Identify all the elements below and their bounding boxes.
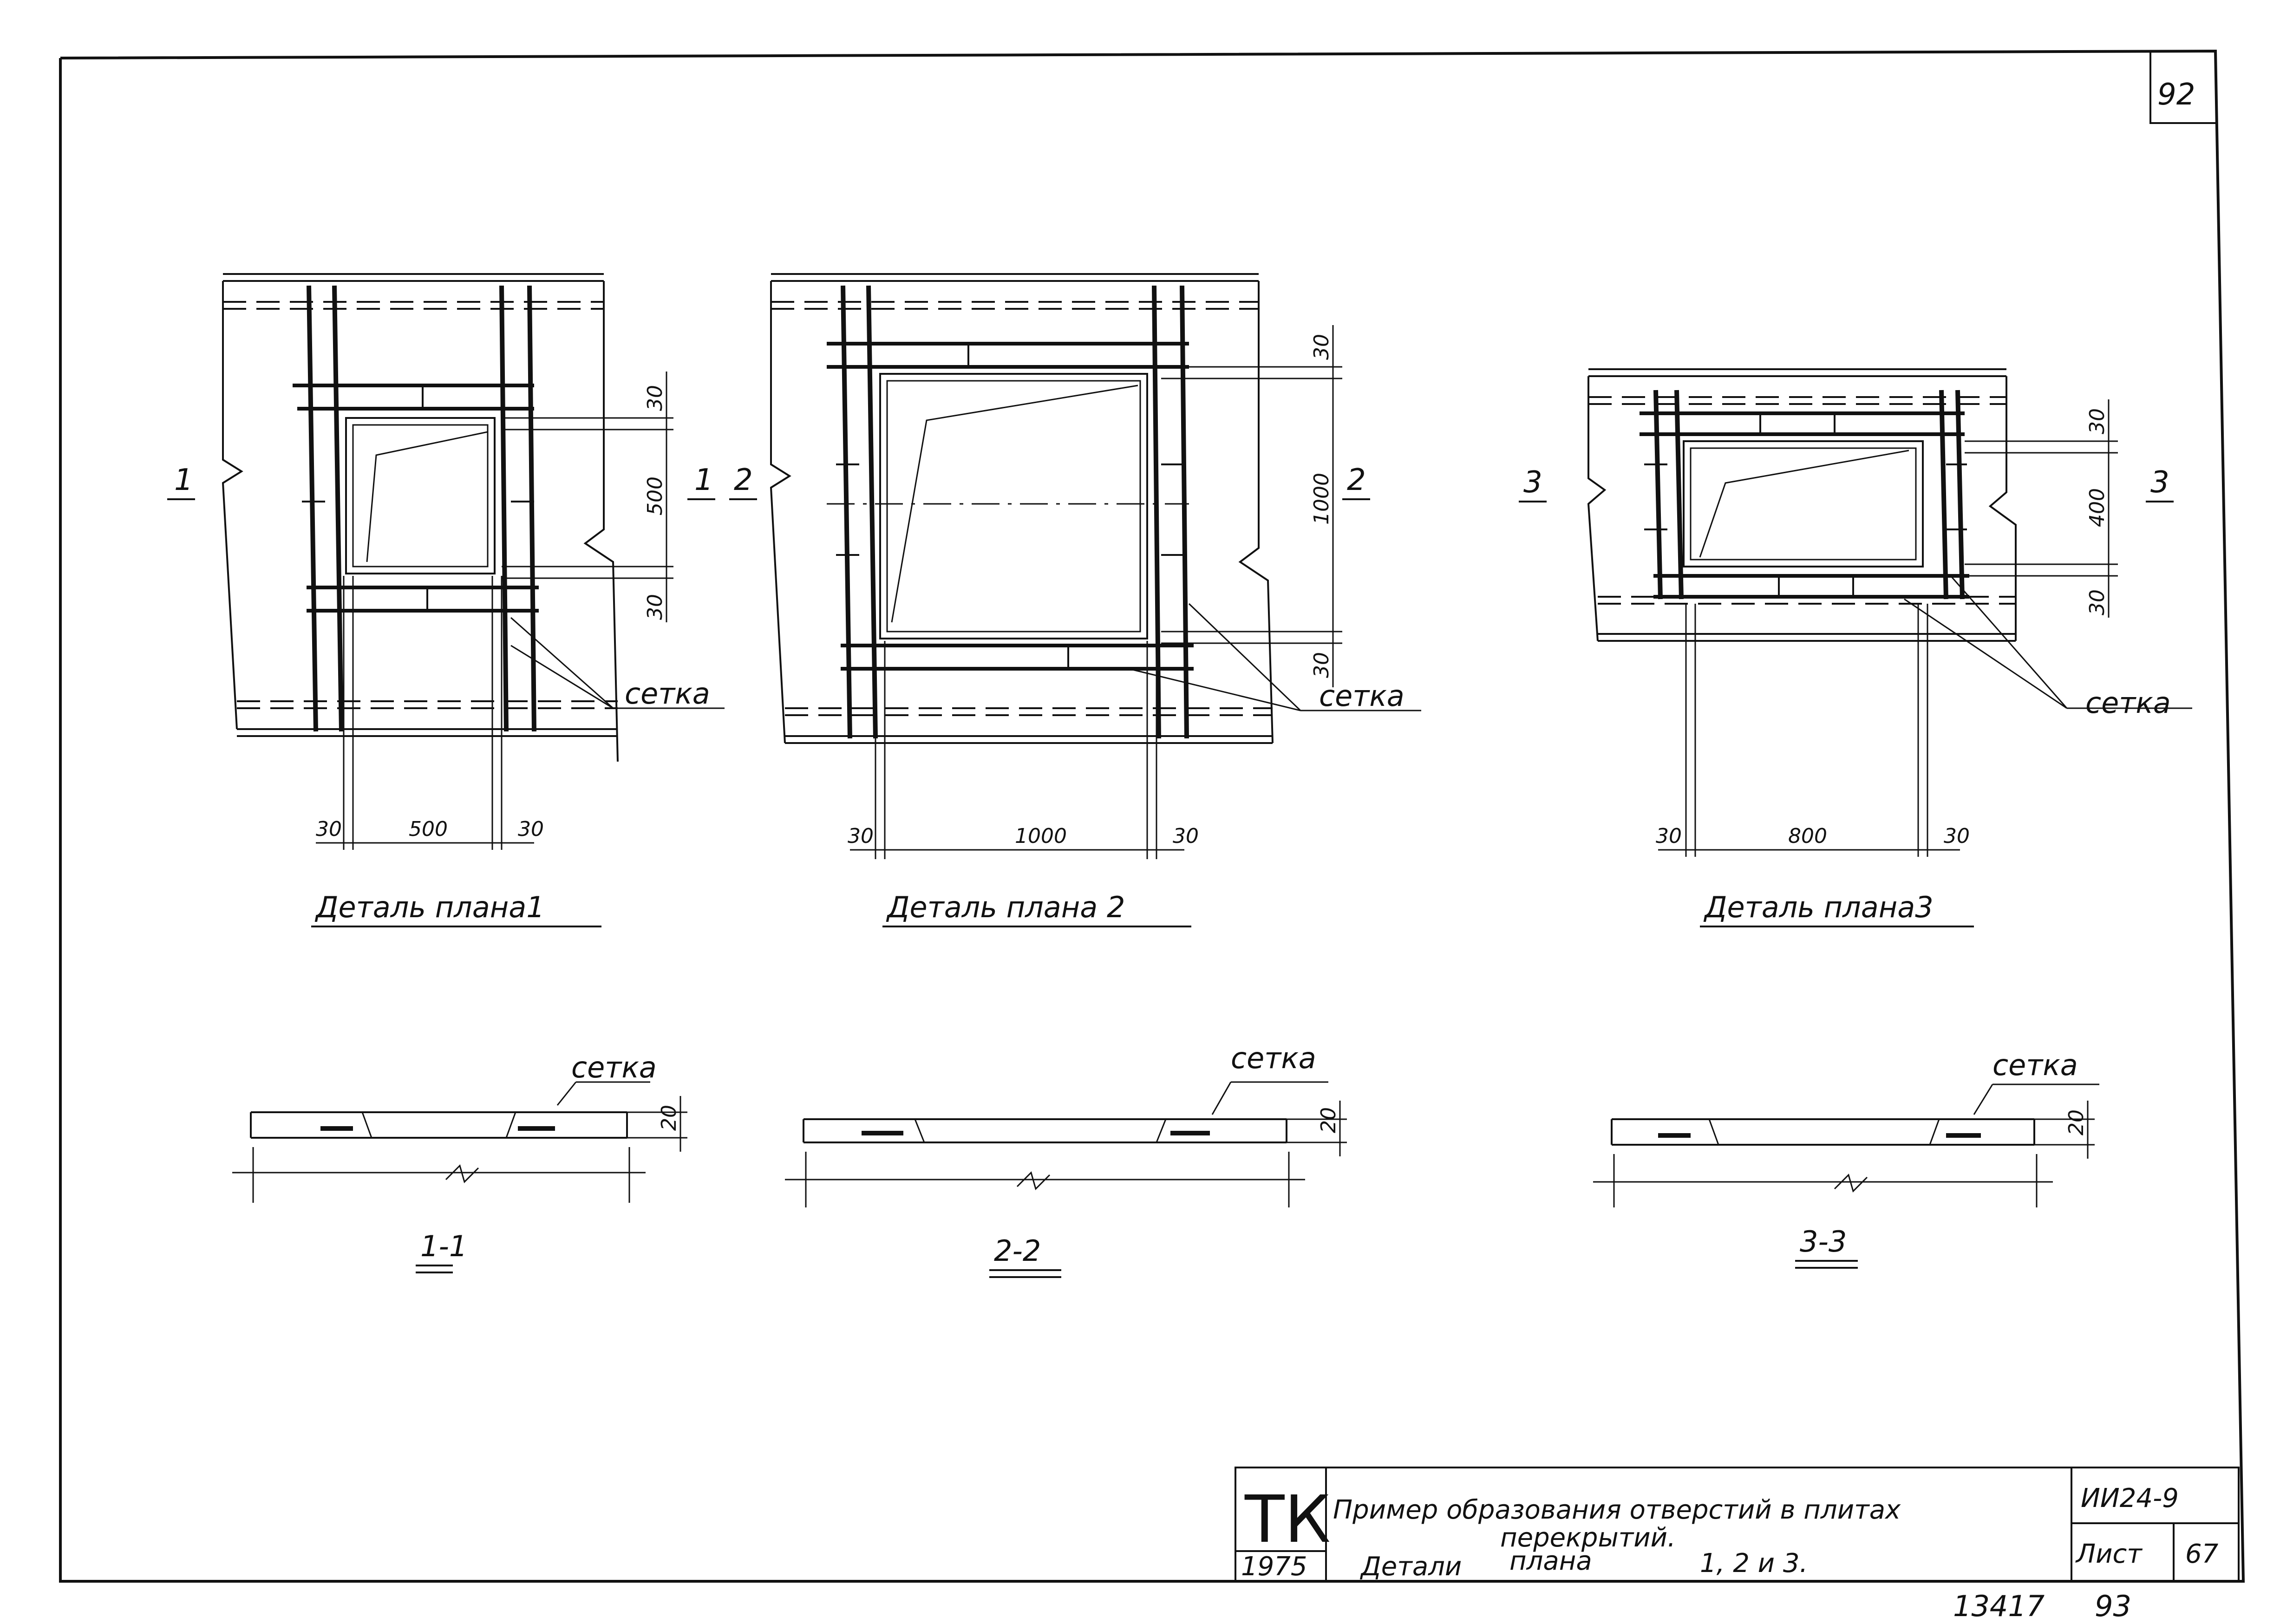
section-3-callout: сетка xyxy=(1992,1048,2078,1082)
title-block-title-line1: Пример образования отверстий в плитах xyxy=(1333,1495,1901,1525)
detail-1-callout: сетка xyxy=(625,677,710,711)
detail-3-dim-height: 400 xyxy=(2085,488,2109,527)
detail-1-dim-top: 30 xyxy=(643,385,667,411)
title-block-sheet-number: 67 xyxy=(2185,1539,2219,1569)
detail-3-dim-right: 30 xyxy=(1944,824,1970,848)
detail-3-dim-left: 30 xyxy=(1656,824,1682,848)
section-3-3 xyxy=(1593,1083,2099,1207)
detail-3-caption: Деталь плана3 xyxy=(1703,890,1934,924)
title-block-title-line2: перекрытий. xyxy=(1500,1523,1676,1553)
detail-3-dim-bottom: 30 xyxy=(2085,589,2109,615)
footer-archive-number: 13417 xyxy=(1953,1589,2045,1623)
detail-1-section-mark-right: 1 xyxy=(694,463,713,497)
detail-3-callout: сетка xyxy=(2085,686,2171,720)
section-2-caption: 2-2 xyxy=(994,1234,1041,1268)
detail-3-section-mark-left: 3 xyxy=(1523,465,1542,500)
detail-2-section-mark-left: 2 xyxy=(734,463,753,497)
title-block-title-line3c: 1, 2 и 3. xyxy=(1700,1548,1808,1578)
title-block-year: 1975 xyxy=(1241,1552,1307,1582)
section-2-callout: сетка xyxy=(1231,1041,1316,1075)
detail-2-callout: сетка xyxy=(1319,679,1405,713)
section-1-caption: 1-1 xyxy=(420,1229,467,1263)
detail-2-dim-width: 1000 xyxy=(1015,824,1067,848)
detail-3-section-mark-right: 3 xyxy=(2150,465,2169,500)
detail-1-dim-height: 500 xyxy=(643,476,667,515)
detail-2-caption: Деталь плана 2 xyxy=(886,890,1125,924)
detail-plan-2 xyxy=(729,273,1421,859)
detail-2-dim-right: 30 xyxy=(1173,824,1199,848)
section-1-1 xyxy=(232,1081,687,1203)
section-3-thickness: 20 xyxy=(2064,1109,2088,1135)
detail-1-dim-right: 30 xyxy=(518,817,544,841)
detail-2-dim-height: 1000 xyxy=(1310,473,1333,525)
sheet-corner-number: 92 xyxy=(2157,78,2195,112)
section-2-2 xyxy=(785,1081,1347,1207)
section-3-caption: 3-3 xyxy=(1800,1225,1847,1259)
detail-3-dim-top: 30 xyxy=(2085,408,2109,434)
title-block-title-line3b: плана xyxy=(1509,1546,1592,1576)
detail-2-dim-top: 30 xyxy=(1310,334,1333,360)
title-block xyxy=(1235,1467,2240,1582)
detail-plan-3 xyxy=(1519,368,2192,857)
detail-2-dim-bottom: 30 xyxy=(1310,652,1333,678)
sheet-corner-box: 92 xyxy=(2149,52,2218,124)
detail-3-dim-width: 800 xyxy=(1788,824,1827,848)
section-1-callout: сетка xyxy=(571,1050,657,1084)
title-block-title-line3a: Детали xyxy=(1359,1552,1462,1582)
detail-1-dim-width: 500 xyxy=(409,817,448,841)
detail-1-caption: Деталь плана1 xyxy=(314,890,545,924)
footer-page-number: 93 xyxy=(2095,1589,2131,1623)
detail-1-dim-bottom: 30 xyxy=(643,594,667,620)
detail-2-dim-left: 30 xyxy=(848,824,874,848)
title-block-sheet-label: Лист xyxy=(2075,1539,2143,1569)
title-block-org-code: ТК xyxy=(1244,1482,1331,1558)
detail-2-section-mark-right: 2 xyxy=(1347,463,1366,497)
detail-plan-1 xyxy=(167,273,725,850)
detail-1-dim-left: 30 xyxy=(316,817,342,841)
title-block-doc-code: ИИ24-9 xyxy=(2081,1483,2179,1513)
section-1-thickness: 20 xyxy=(657,1105,681,1131)
section-2-thickness: 20 xyxy=(1317,1107,1340,1133)
detail-1-section-mark-left: 1 xyxy=(174,463,193,497)
